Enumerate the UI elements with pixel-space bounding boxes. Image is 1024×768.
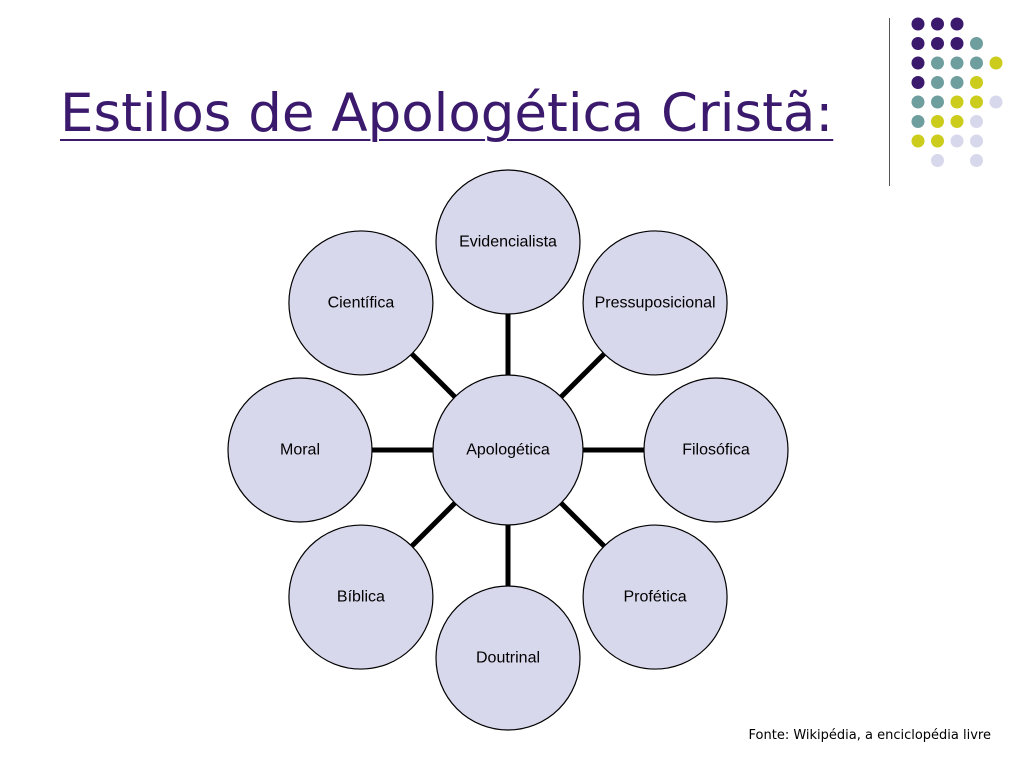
decorative-dot — [911, 115, 925, 128]
node-doutrinal: Doutrinal — [435, 585, 581, 731]
decorative-dot — [989, 56, 1003, 70]
node-circle — [288, 230, 434, 376]
decorative-dot — [911, 95, 925, 109]
decorative-dot — [970, 37, 983, 50]
node-biblica: Bíblica — [288, 524, 434, 670]
node-pressuposicional: Pressuposicional — [582, 230, 728, 376]
node-label: Moral — [280, 442, 320, 459]
decorative-dot — [950, 95, 964, 109]
node-circle — [435, 585, 581, 731]
connector-line — [410, 501, 457, 548]
decorative-dot — [931, 95, 944, 109]
decorative-dot — [970, 115, 983, 128]
node-label: Doutrinal — [476, 650, 540, 667]
decorative-dot — [970, 95, 983, 109]
node-circle — [227, 377, 373, 523]
decorative-dot — [950, 115, 964, 128]
decorative-dot — [931, 154, 944, 167]
center-node-apologetica: Apologética — [432, 374, 584, 526]
node-circle — [435, 169, 581, 315]
decorative-dot — [931, 76, 944, 89]
decorative-dot — [911, 17, 925, 31]
node-label: Evidencialista — [459, 234, 557, 251]
node-label: Bíblica — [337, 589, 385, 606]
decorative-dot — [911, 56, 925, 70]
node-circle — [643, 377, 789, 523]
decorative-dot — [950, 76, 964, 89]
node-circle — [582, 524, 728, 670]
decorative-dot — [950, 134, 964, 148]
decorative-dot — [931, 115, 944, 128]
diagram-nodes: EvidencialistaPressuposicionalFilosófica… — [227, 169, 789, 731]
node-label: Científica — [328, 294, 395, 311]
decorative-dot — [970, 76, 983, 89]
decorative-dot — [970, 56, 983, 70]
slide-title: Estilos de Apologética Cristã: — [60, 83, 834, 144]
decorative-dot — [931, 17, 944, 31]
decorative-dot — [950, 37, 964, 50]
decorative-dot — [931, 37, 944, 50]
node-moral: Moral — [227, 377, 373, 523]
node-filosofica: Filosófica — [643, 377, 789, 523]
connector-lines — [372, 314, 644, 586]
decorative-dot — [911, 76, 925, 89]
node-label: Profética — [624, 589, 687, 606]
node-label: Pressuposicional — [595, 294, 716, 311]
decorative-dot — [911, 134, 925, 148]
node-label: Filosófica — [682, 442, 750, 459]
node-circle — [582, 230, 728, 376]
title-divider-line — [889, 18, 890, 186]
connector-line — [559, 352, 606, 399]
decorative-dot — [950, 17, 964, 31]
decorative-dot — [970, 154, 983, 167]
decorative-dot — [931, 134, 944, 148]
node-circle — [288, 524, 434, 670]
decorative-dot-grid — [911, 17, 1003, 167]
node-evidencialista: Evidencialista — [435, 169, 581, 315]
node-label: Apologética — [466, 442, 550, 459]
node-circle — [432, 374, 584, 526]
source-caption: Fonte: Wikipédia, a enciclopédia livre — [748, 728, 991, 743]
decorative-dot — [911, 37, 925, 50]
decorative-dot — [989, 95, 1003, 109]
decorative-dot — [931, 56, 944, 70]
decorative-dot — [950, 56, 964, 70]
node-profetica: Profética — [582, 524, 728, 670]
connector-line — [559, 501, 606, 548]
connector-line — [410, 352, 457, 399]
decorative-dot — [970, 134, 983, 148]
node-cientifica: Científica — [288, 230, 434, 376]
